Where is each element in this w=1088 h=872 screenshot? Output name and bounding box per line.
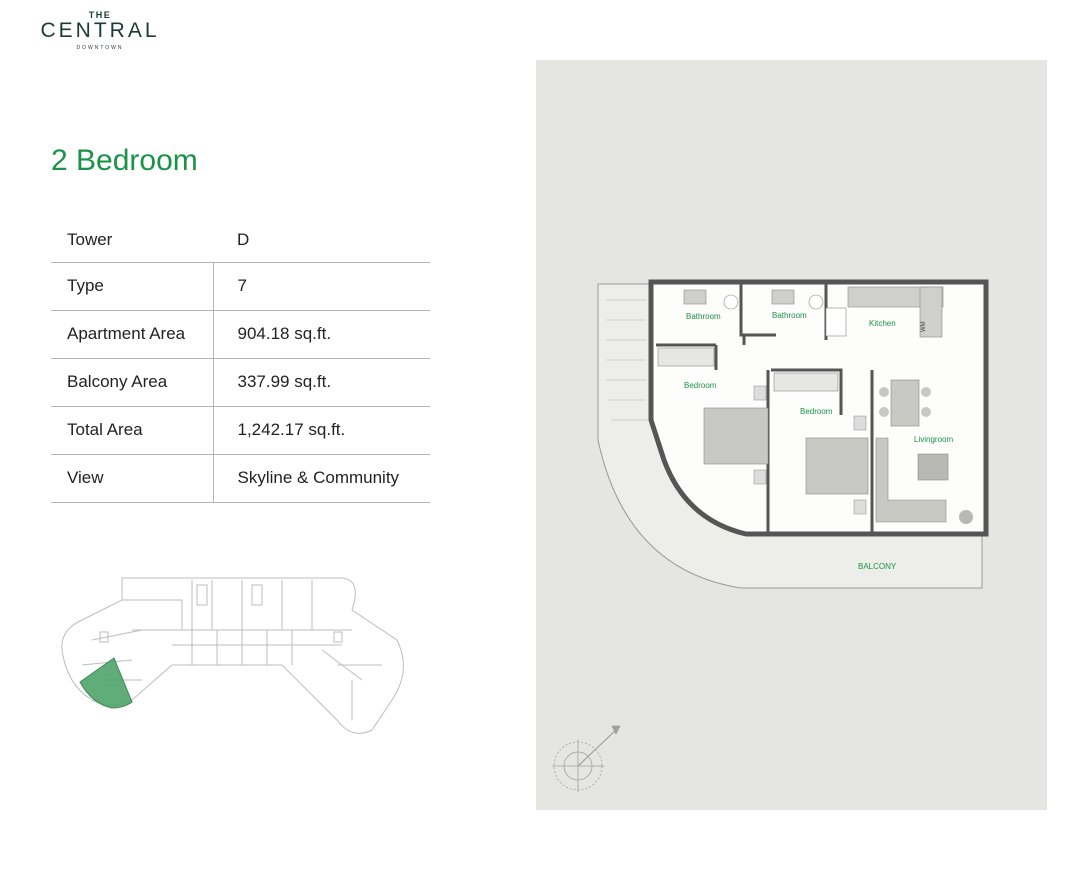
room-bathroom-1: Bathroom [686,312,721,321]
room-bedroom-1: Bedroom [684,381,717,390]
room-livingroom: Livingroom [914,435,953,444]
room-bedroom-2: Bedroom [800,407,833,416]
brand-name: CENTRAL [40,19,160,42]
spec-label: Tower [51,218,213,263]
spec-value: Skyline & Community [212,454,430,503]
room-wm: WM [921,321,927,332]
spec-value: D [213,218,430,263]
spec-value: 337.99 sq.ft. [212,358,430,407]
spec-table: Tower D Type 7 Apartment Area 904.18 sq.… [51,218,430,503]
spec-label: Balcony Area [51,358,213,407]
brand-logo: THE CENTRAL DOWNTOWN [40,10,160,51]
spec-label: Total Area [51,406,213,455]
key-plan [61,577,404,734]
spec-row-view: View Skyline & Community [51,454,430,503]
room-bathroom-2: Bathroom [772,311,807,320]
room-kitchen: Kitchen [869,319,896,328]
spec-row-tower: Tower D [51,218,430,263]
spec-value: 904.18 sq.ft. [212,310,430,359]
spec-row-apartment-area: Apartment Area 904.18 sq.ft. [51,310,430,359]
floor-plan: Bathroom Bathroom Kitchen Bedroom Bedroo… [552,279,989,792]
spec-label: Apartment Area [51,310,213,359]
spec-label: View [51,454,213,503]
spec-row-balcony-area: Balcony Area 337.99 sq.ft. [51,358,430,407]
room-balcony: BALCONY [858,562,897,571]
compass-icon [552,725,621,792]
highlighted-unit [79,657,133,709]
brand-the: THE [88,10,112,20]
spec-value: 1,242.17 sq.ft. [212,406,430,455]
spec-row-total-area: Total Area 1,242.17 sq.ft. [51,406,430,455]
spec-row-type: Type 7 [51,262,430,311]
page-title: 2 Bedroom [51,144,198,177]
floor-plan-panel: Bathroom Bathroom Kitchen Bedroom Bedroo… [536,60,1047,810]
brand-sub: DOWNTOWN [76,45,124,51]
spec-value: 7 [212,262,430,311]
spec-label: Type [51,262,213,311]
